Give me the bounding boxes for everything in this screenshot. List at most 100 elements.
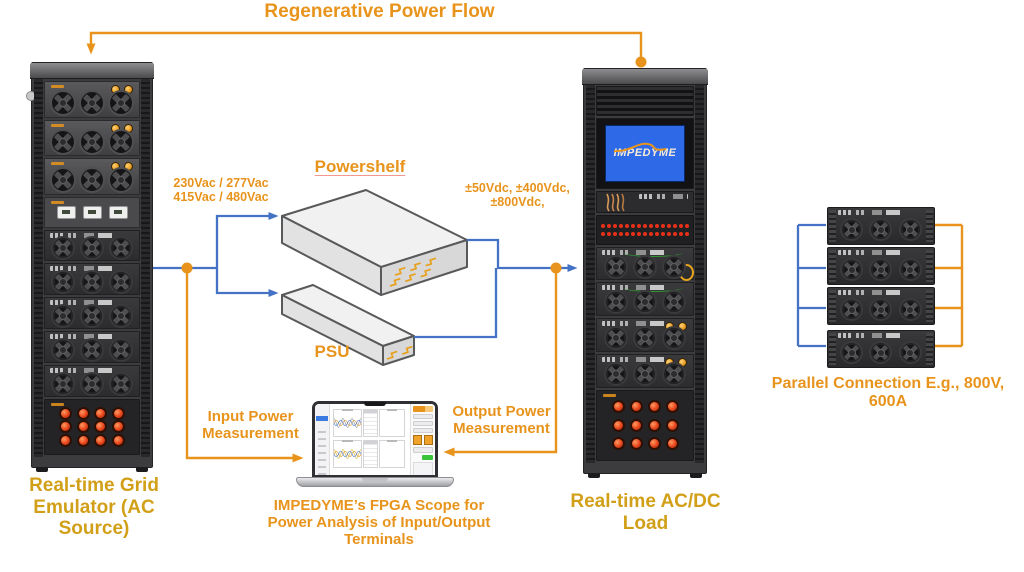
display-unit [108, 205, 128, 219]
fan-icon [662, 361, 687, 386]
power-terminal-icon [613, 402, 623, 412]
scope-caption: IMPEDYME’s FPGA Scope for Power Analysis… [267, 497, 491, 549]
fan-icon [840, 258, 864, 281]
rack-display: IMPEDYME [605, 124, 685, 183]
fan-icon [632, 254, 657, 279]
grid-emulator-rack [26, 62, 154, 472]
powershelf-input-wire [215, 212, 279, 268]
patch-port-icon [673, 231, 677, 236]
fan-icon [840, 298, 864, 321]
rack-top-cap [582, 69, 708, 85]
wiring-module [596, 191, 694, 213]
patch-port-icon [685, 231, 689, 236]
patch-port-icon [619, 231, 623, 236]
rack-foot [136, 467, 148, 472]
fan-icon [108, 371, 133, 396]
power-terminal-icon [113, 435, 123, 445]
module-header [50, 232, 134, 238]
fan-icon [869, 218, 893, 241]
fan-icon [107, 167, 134, 194]
patch-panel [596, 214, 694, 245]
fan-icon [79, 236, 104, 261]
output-measurement-label: Output Power Measurement [452, 403, 551, 438]
measurement-table [363, 440, 378, 468]
patch-port-icon [601, 223, 605, 228]
power-terminal-icon [78, 422, 88, 432]
converter-module [44, 229, 140, 262]
fan-icon [869, 258, 893, 281]
converter-module [44, 331, 140, 363]
patch-port-icon [613, 231, 617, 236]
patch-port-icon [625, 223, 629, 228]
rack-foot [690, 473, 702, 478]
measurement-table [363, 409, 378, 437]
power-terminal-icon [667, 439, 677, 449]
power-terminal-icon [631, 402, 641, 412]
powershelf-connector-pins [389, 257, 437, 287]
patch-port-icon [607, 223, 611, 228]
waveform-plot [333, 409, 362, 437]
fan-icon [869, 298, 893, 321]
fan-icon [898, 298, 922, 321]
scope-sidebar [315, 404, 330, 475]
parallel-module [827, 330, 935, 368]
amplifier-module [44, 158, 140, 195]
fan-icon [78, 90, 105, 117]
patch-port-icon [661, 231, 665, 236]
display-unit [82, 205, 102, 219]
fan-icon [79, 304, 104, 329]
patch-port-icon [631, 223, 635, 228]
power-terminal-icon [61, 422, 71, 432]
fan-icon [108, 236, 133, 261]
amplifier-module [44, 81, 140, 118]
fan-icon [51, 304, 76, 329]
fan-icon [50, 128, 77, 155]
powershelf-label: Powershelf [314, 157, 406, 176]
rack-foot [588, 473, 600, 478]
psu-output-wire [414, 268, 498, 339]
waveform-plot [333, 440, 362, 468]
brand-mark [51, 85, 64, 88]
diagram-title: Regenerative Power Flow [264, 1, 495, 22]
rack-rail [586, 85, 595, 463]
patch-port-icon [673, 223, 677, 228]
input-measurement-label: Input Power Measurement [202, 408, 299, 443]
display-module [44, 196, 140, 228]
fan-icon [840, 341, 864, 364]
fan-icon [632, 361, 657, 386]
power-terminal-icon [631, 420, 641, 430]
patch-port-icon [685, 223, 689, 228]
power-terminal-icon [78, 435, 88, 445]
power-terminal-icon [613, 420, 623, 430]
junction-dot-output [550, 262, 562, 274]
power-terminal-icon [96, 422, 106, 432]
acdc-load-label: Real-time AC/DC Load [570, 491, 721, 534]
green-wire [623, 248, 683, 257]
fan-icon [108, 338, 133, 363]
fan-icon [51, 270, 76, 295]
patch-port-icon [655, 223, 659, 228]
ac-voltage-label: 230Vac / 277Vac 415Vac / 480Vac [173, 176, 269, 205]
load-module [596, 318, 694, 352]
empty-plot [379, 440, 405, 468]
vent-panel [596, 86, 694, 116]
control-screen-module: IMPEDYME [596, 117, 694, 190]
laptop [312, 401, 438, 478]
fan-icon [840, 218, 864, 241]
fan-icon [51, 371, 76, 396]
logo-swoosh-icon [613, 143, 666, 153]
powershelf-box [281, 189, 468, 296]
patch-port-icon [607, 231, 611, 236]
scope-control-panel [410, 404, 435, 475]
fan-icon [51, 338, 76, 363]
fan-icon [107, 128, 134, 155]
cable-bundle [606, 193, 625, 212]
fan-icon [898, 341, 922, 364]
output-measurement-wire [443, 268, 558, 457]
psu-label: PSU [314, 342, 350, 361]
parallel-module [827, 247, 935, 285]
regenerative-flow-wire [86, 31, 643, 62]
load-module [596, 282, 694, 317]
power-terminal-icon [667, 402, 677, 412]
